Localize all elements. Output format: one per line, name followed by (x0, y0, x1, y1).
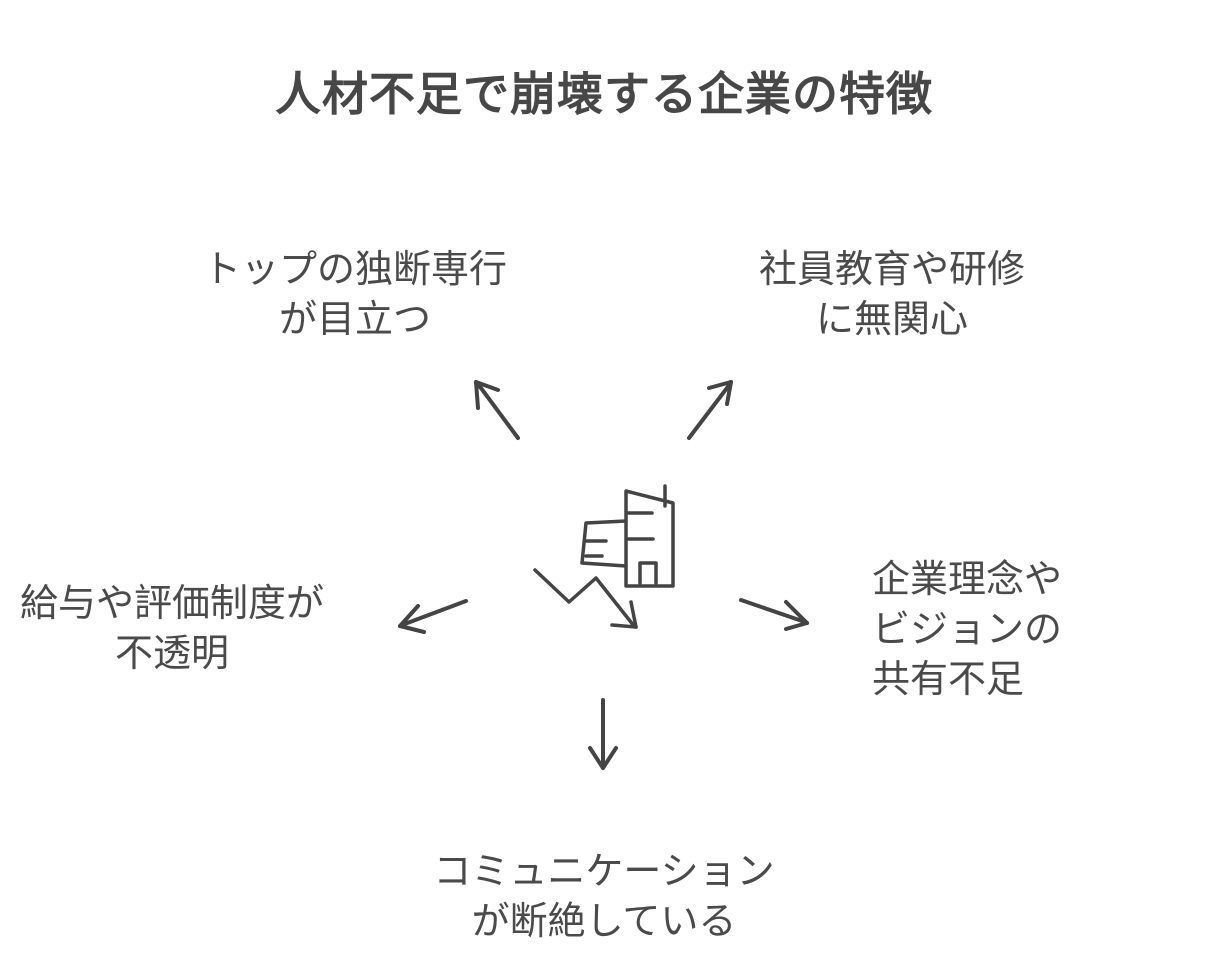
node-text-line: が断絶している (471, 899, 737, 943)
node-communication: コミュニケーション が断絶している (404, 846, 804, 946)
node-text-line: 企業理念や (872, 557, 1063, 601)
node-vision-sharing: 企業理念や ビジョンの 共有不足 (872, 554, 1132, 704)
arrow-left (398, 599, 468, 634)
node-text-line: 共有不足 (872, 657, 1025, 701)
diagram-title: 人材不足で崩壊する企業の特徴 (275, 67, 933, 121)
node-text-line: 給与や評価制度が (19, 581, 324, 625)
node-text-line: コミュニケーション (433, 849, 775, 893)
node-text-line: が目立つ (278, 297, 431, 341)
node-salary-evaluation: 給与や評価制度が 不透明 (0, 578, 344, 678)
arrow-bottom (588, 698, 618, 770)
node-text-line: トップの独断専行 (202, 247, 507, 291)
arrow-top-right (687, 380, 733, 440)
arrow-right (739, 598, 809, 631)
node-text-line: 社員教育や研修 (758, 247, 1025, 291)
node-text-line: に無関心 (815, 297, 968, 341)
arrow-top-left (474, 380, 520, 440)
node-text-line: ビジョンの (872, 607, 1063, 651)
node-text-line: 不透明 (114, 631, 229, 675)
node-employee-training: 社員教育や研修 に無関心 (722, 244, 1062, 344)
declining-company-icon (533, 484, 675, 629)
node-top-decision: トップの独断専行 が目立つ (180, 244, 530, 344)
